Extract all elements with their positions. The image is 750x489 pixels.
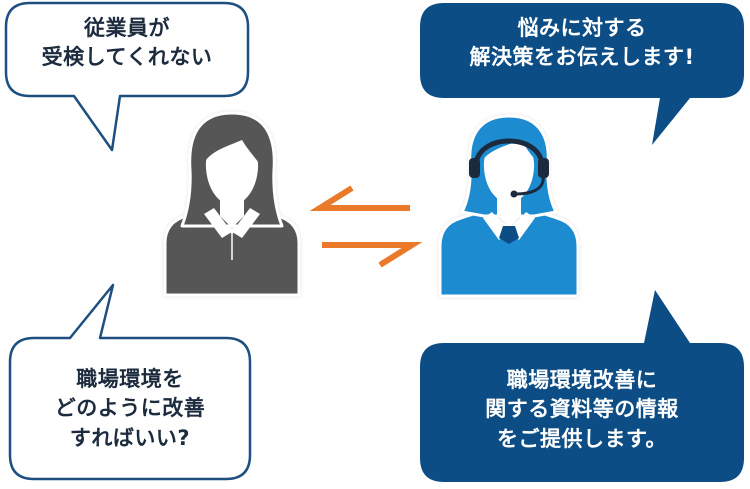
arrow-left-icon xyxy=(309,185,410,211)
client-person-icon xyxy=(163,111,301,297)
bubble-top-left-text: 従業員が 受検してくれない xyxy=(6,14,248,73)
bubble-top-right xyxy=(420,3,744,145)
bubble-bottom-left-text: 職場環境を どのように改善 すればいい? xyxy=(10,365,250,453)
bubble-line: どのように改善 xyxy=(54,396,206,421)
bubble-bottom-right xyxy=(420,290,744,482)
bubble-line: 職場環境改善に xyxy=(506,368,658,392)
arrow-right-icon xyxy=(322,242,423,268)
bubble-line: 従業員が xyxy=(84,16,170,40)
bubble-line: をご提供します。 xyxy=(497,426,667,451)
bubble-line: 関する資料等の情報 xyxy=(485,397,679,422)
bubble-top-left xyxy=(4,1,250,152)
bubble-bottom-right-text: 職場環境改善に 関する資料等の情報 をご提供します。 xyxy=(420,366,744,454)
bubble-line: 受検してくれない xyxy=(41,45,213,70)
bubble-bottom-left xyxy=(8,283,252,481)
bubble-top-right-text: 悩みに対する 解決策をお伝えします! xyxy=(420,14,744,73)
bubble-line: 悩みに対する xyxy=(517,16,647,40)
bubble-line: すればいい? xyxy=(69,425,191,450)
bubble-line: 解決策をお伝えします! xyxy=(469,45,695,70)
bubble-line: 職場環境を xyxy=(76,367,184,391)
exchange-arrows xyxy=(309,185,423,268)
operator-person-icon xyxy=(438,114,580,298)
